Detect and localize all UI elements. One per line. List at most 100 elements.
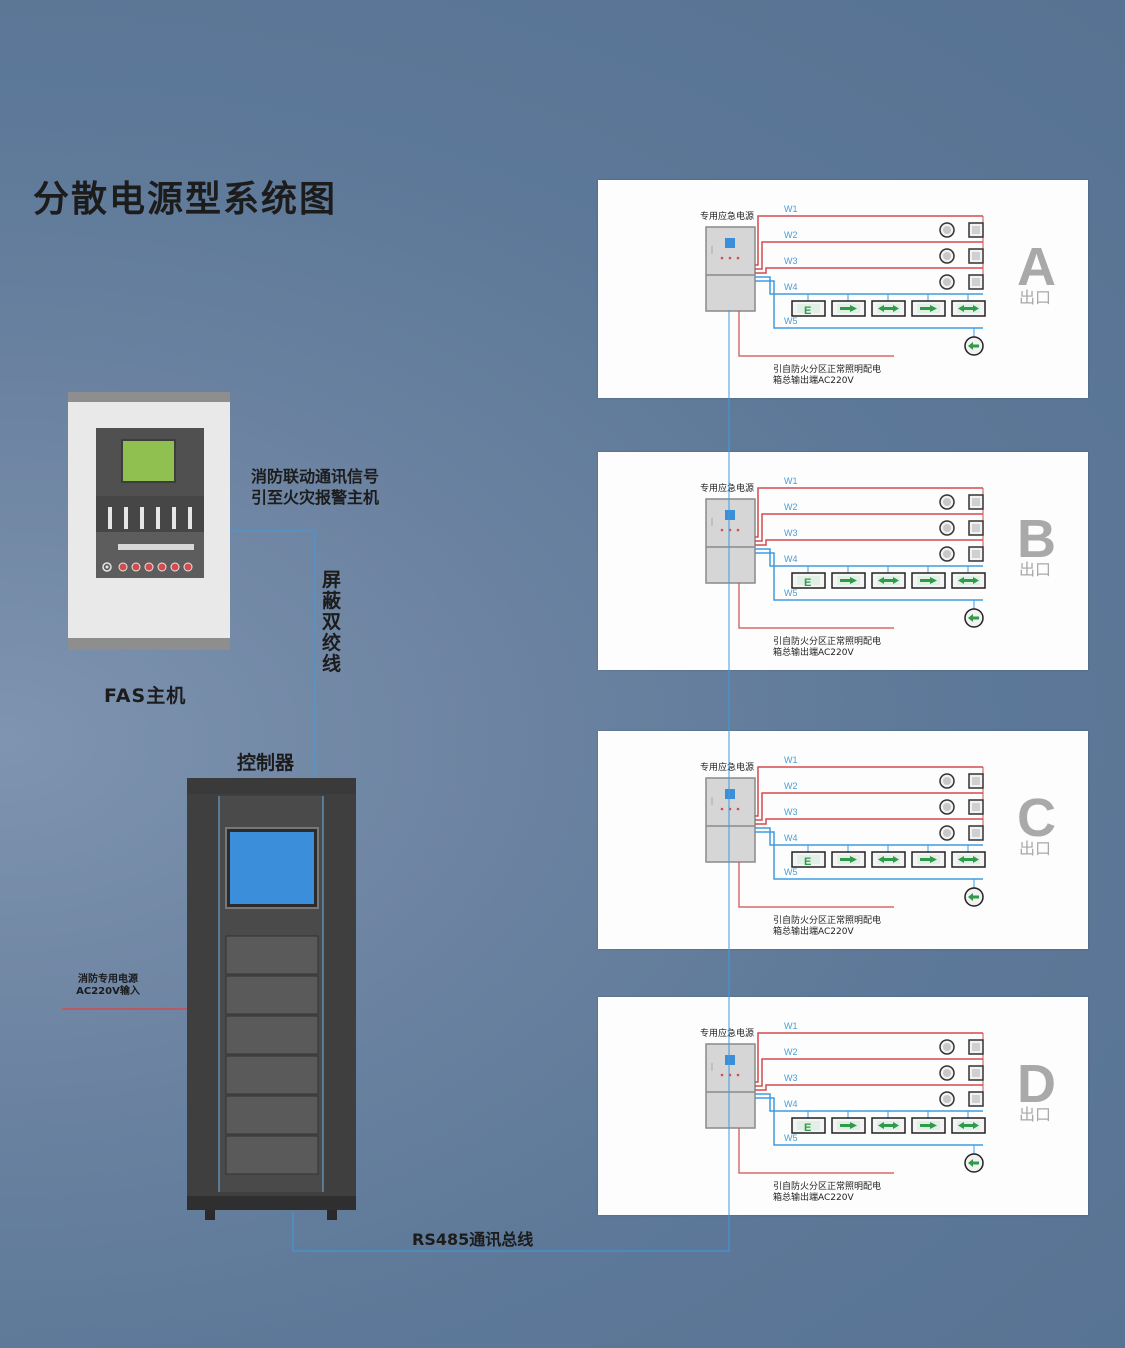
arrow-both-icon <box>958 305 979 312</box>
circuit-label: W3 <box>784 528 798 538</box>
power-input-line2: AC220V输入 <box>76 986 140 997</box>
source-wire <box>738 862 894 908</box>
circuit-wire <box>755 1093 983 1112</box>
exit-sign-face <box>797 1121 820 1130</box>
round-exit-arrow <box>968 1159 979 1167</box>
circuit-label: W5 <box>784 588 798 598</box>
zone-exit-label: 出口 <box>1019 288 1051 307</box>
supply-screen <box>725 510 735 520</box>
circuit-wire <box>755 548 983 567</box>
circuit-wire <box>755 792 983 821</box>
twisted-pair-label: 屏 蔽 双 绞 线 <box>322 570 346 675</box>
circuit-wire <box>755 215 983 266</box>
source-label-line1: 引自防火分区正常照明配电 <box>773 914 881 926</box>
supply-label: 专用应急电源 <box>700 761 754 773</box>
circuit-wire <box>755 1058 983 1087</box>
zone-letter: B <box>1017 509 1056 569</box>
exit-sign-face <box>797 576 820 585</box>
round-exit-arrow <box>968 893 979 901</box>
circuit-wire <box>755 241 983 270</box>
arrow-both-icon <box>878 1122 899 1129</box>
circuit-wire <box>755 831 983 880</box>
circuit-label: W2 <box>784 502 798 512</box>
source-label-line1: 引自防火分区正常照明配电 <box>773 363 881 375</box>
supply-led <box>720 1073 724 1077</box>
supply-box <box>705 1043 756 1129</box>
circuit-wire <box>755 766 983 817</box>
square-device-inner <box>972 252 980 260</box>
exit-sign-face <box>797 304 820 313</box>
twisted-pair-char: 绞 <box>322 632 342 654</box>
circuit-label: W1 <box>784 755 798 765</box>
zone-letter: C <box>1017 788 1056 848</box>
power-input-line1: 消防专用电源 <box>78 974 138 985</box>
source-label-line2: 箱总输出端AC220V <box>773 374 854 386</box>
circuit-wire <box>755 827 983 846</box>
supply-led <box>736 1073 740 1077</box>
lamp-icon-inner <box>943 829 951 837</box>
source-label-line2: 箱总输出端AC220V <box>773 646 854 658</box>
circuit-wire <box>755 539 983 546</box>
source-wire <box>738 583 894 629</box>
square-device-inner <box>972 1069 980 1077</box>
supply-label: 专用应急电源 <box>700 210 754 222</box>
circuit-label: W4 <box>784 282 798 292</box>
supply-led <box>720 256 724 260</box>
exit-sign-face <box>797 855 820 864</box>
supply-led <box>736 256 740 260</box>
twisted-pair-char: 双 <box>322 611 342 633</box>
circuit-wire <box>755 1032 983 1083</box>
page-title: 分散电源型系统图 <box>33 179 338 220</box>
lamp-icon-inner <box>943 278 951 286</box>
circuit-label: W4 <box>784 554 798 564</box>
circuit-wire <box>755 818 983 825</box>
arrow-both-icon <box>878 856 899 863</box>
arrow-right-icon <box>840 305 857 312</box>
zone-diagram: 专用应急电源W1W2W3W4W5E引自防火分区正常照明配电箱总输出端AC220V… <box>700 204 1056 386</box>
circuit-wire <box>755 267 983 274</box>
supply-led <box>728 1073 732 1077</box>
arrow-both-icon <box>878 305 899 312</box>
source-label-line2: 箱总输出端AC220V <box>773 925 854 937</box>
power-input-label: 消防专用电源 AC220V输入 <box>70 974 146 998</box>
supply-label: 专用应急电源 <box>700 1027 754 1039</box>
supply-led <box>728 528 732 532</box>
supply-led <box>728 256 732 260</box>
source-wire <box>738 1128 894 1174</box>
exit-sign-letter: E <box>804 577 811 589</box>
circuit-label: W5 <box>784 1133 798 1143</box>
square-device-inner <box>972 829 980 837</box>
lamp-icon-inner <box>943 777 951 785</box>
controller-cabinet <box>187 778 357 1228</box>
lamp-icon-inner <box>943 524 951 532</box>
lamp-icon-inner <box>943 1069 951 1077</box>
rs485-bus-label: RS485通讯总线 <box>412 1230 534 1249</box>
circuit-wire <box>755 1097 983 1146</box>
circuit-label: W1 <box>784 1021 798 1031</box>
zone-diagram: 专用应急电源W1W2W3W4W5E引自防火分区正常照明配电箱总输出端AC220V… <box>700 476 1056 658</box>
circuit-label: W1 <box>784 204 798 214</box>
lamp-icon-inner <box>943 226 951 234</box>
signal-wire <box>230 530 316 780</box>
circuit-wire <box>755 276 983 295</box>
circuit-label: W5 <box>784 316 798 326</box>
exit-sign-letter: E <box>804 305 811 317</box>
square-device-inner <box>972 226 980 234</box>
exit-sign-letter: E <box>804 1122 811 1134</box>
supply-led <box>720 807 724 811</box>
zone-exit-label: 出口 <box>1019 1105 1051 1124</box>
circuit-label: W3 <box>784 1073 798 1083</box>
square-device-inner <box>972 550 980 558</box>
arrow-both-icon <box>958 577 979 584</box>
signal-label: 消防联动通讯信号 引至火灾报警主机 <box>251 466 379 508</box>
source-wire <box>738 311 894 357</box>
circuit-label: W2 <box>784 781 798 791</box>
circuit-label: W2 <box>784 230 798 240</box>
source-label-line1: 引自防火分区正常照明配电 <box>773 1180 881 1192</box>
circuit-label: W5 <box>784 867 798 877</box>
supply-screen <box>725 1055 735 1065</box>
controller-label: 控制器 <box>237 752 295 774</box>
supply-led <box>728 807 732 811</box>
